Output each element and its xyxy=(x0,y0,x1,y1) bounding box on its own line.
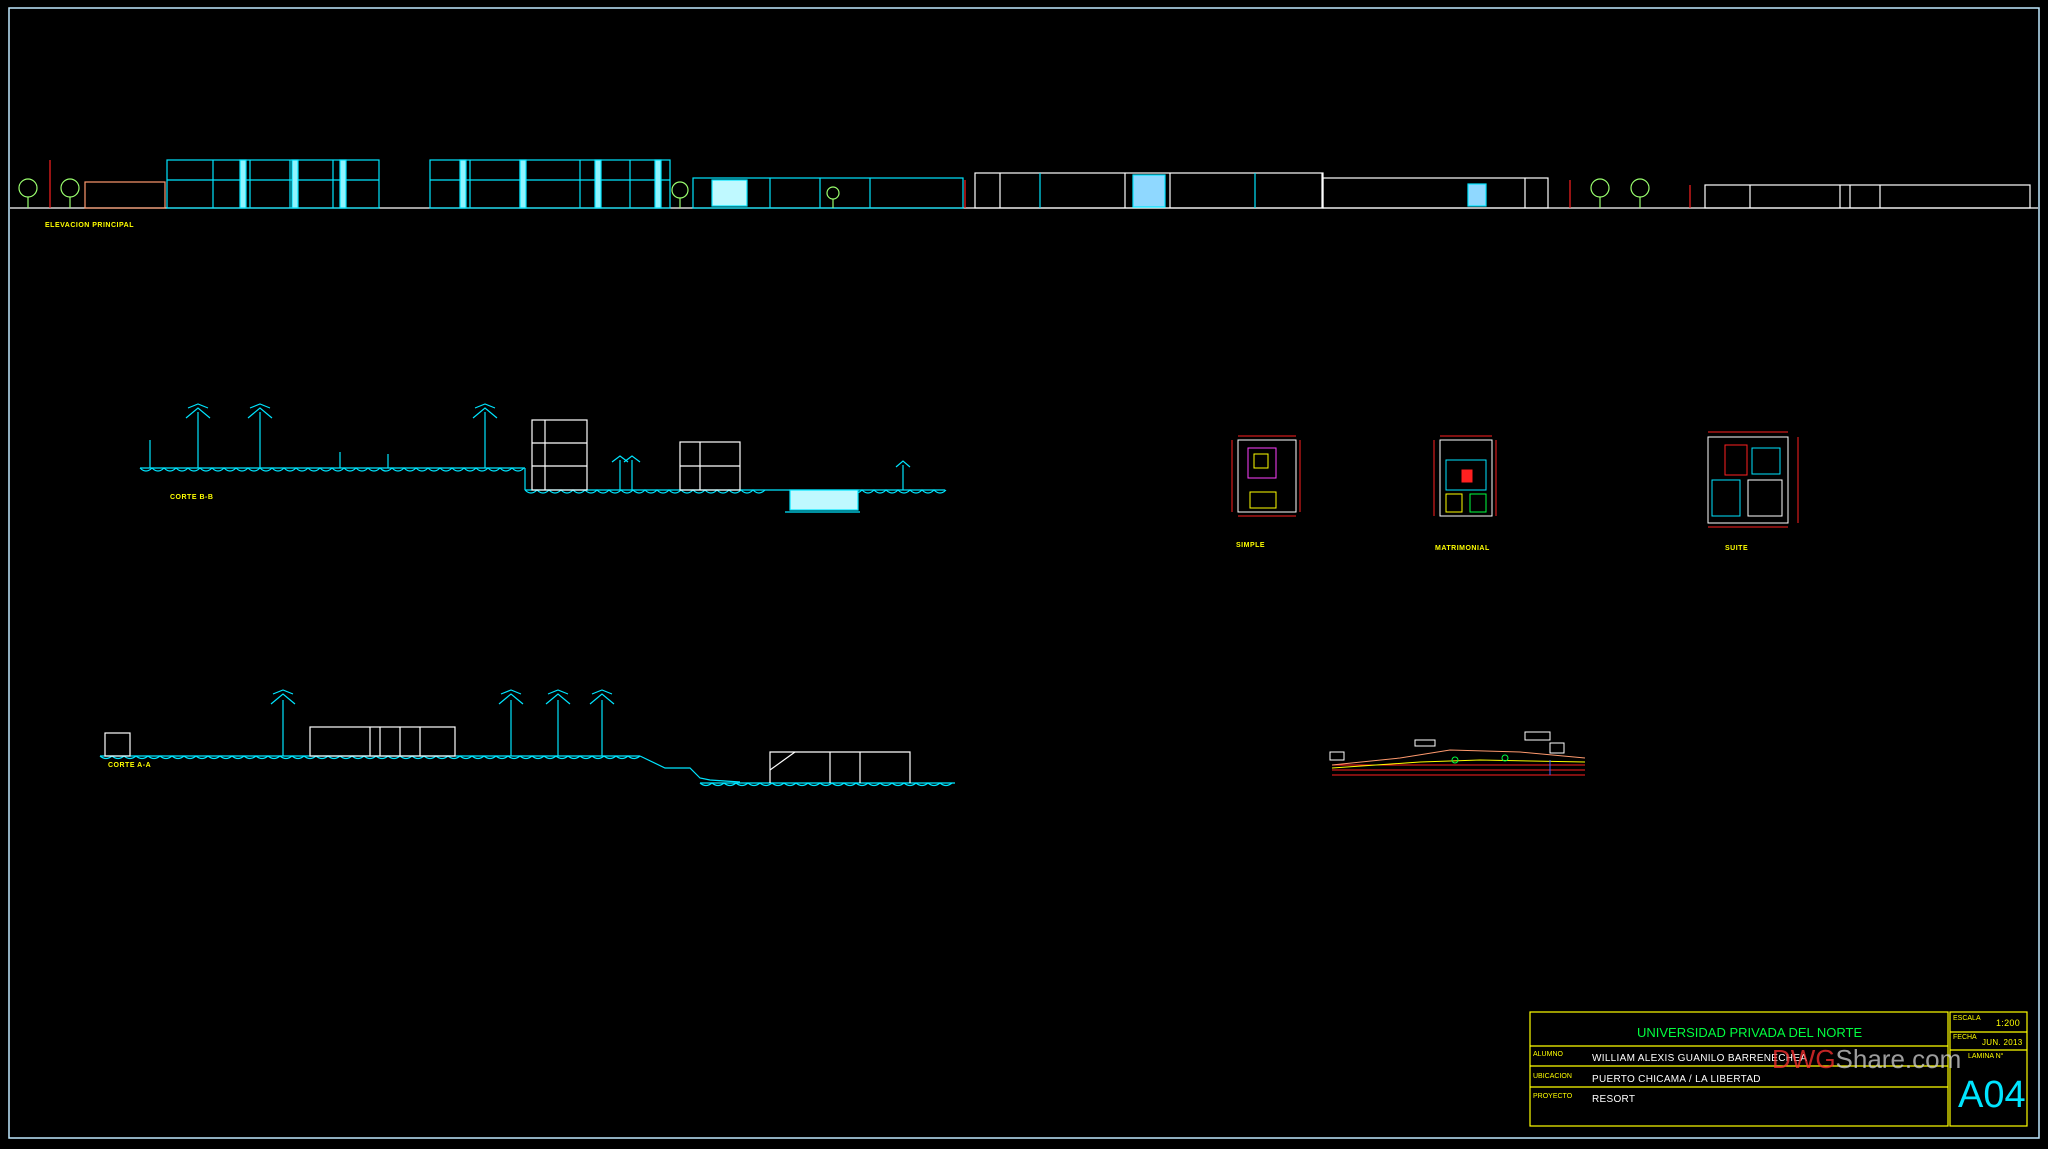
ubicacion-label: UBICACION xyxy=(1533,1073,1572,1080)
room-plan-matrimonial xyxy=(1433,435,1497,517)
lamina-label: LAMINA N° xyxy=(1968,1053,2004,1060)
escala-value: 1:200 xyxy=(1996,1018,2021,1028)
fecha-label: FECHA xyxy=(1953,1034,1977,1041)
alumno-label: ALUMNO xyxy=(1533,1051,1563,1058)
label-room-matrimonial: MATRIMONIAL xyxy=(1435,545,1490,552)
sheet-number: A04 xyxy=(1958,1074,2026,1116)
watermark-dwg: DWG xyxy=(1772,1044,1836,1074)
proyecto-value: RESORT xyxy=(1592,1094,1636,1105)
label-section-bb: CORTE B-B xyxy=(170,494,214,501)
section-bb-palms xyxy=(185,403,911,490)
section-aa-palms xyxy=(270,689,615,756)
ubicacion-value: PUERTO CHICAMA / LA LIBERTAD xyxy=(1592,1074,1761,1085)
escala-label: ESCALA xyxy=(1953,1015,1981,1022)
fecha-value: JUN. 2013 xyxy=(1982,1038,2023,1047)
watermark: DWGShare.com xyxy=(1772,1044,1961,1075)
section-bb xyxy=(139,403,947,513)
alumno-value: WILLIAM ALEXIS GUANILO BARRENECHEA xyxy=(1592,1053,1808,1064)
room-plan-simple xyxy=(1231,435,1301,517)
label-room-suite: SUITE xyxy=(1725,545,1749,552)
room-plan-suite xyxy=(1707,431,1799,528)
elevation-trees xyxy=(18,178,1650,208)
label-section-aa: CORTE A-A xyxy=(108,762,152,769)
site-profile xyxy=(1329,731,1586,776)
label-room-simple: SIMPLE xyxy=(1236,542,1266,549)
university-name: UNIVERSIDAD PRIVADA DEL NORTE xyxy=(1637,1025,1863,1040)
section-aa xyxy=(99,689,955,787)
sheet-border xyxy=(8,7,2040,1139)
proyecto-label: PROYECTO xyxy=(1533,1093,1573,1100)
watermark-share: Share.com xyxy=(1835,1044,1962,1074)
title-block xyxy=(1529,1011,2028,1127)
label-elevation: ELEVACION PRINCIPAL xyxy=(45,222,134,229)
main-elevation xyxy=(10,159,2038,209)
